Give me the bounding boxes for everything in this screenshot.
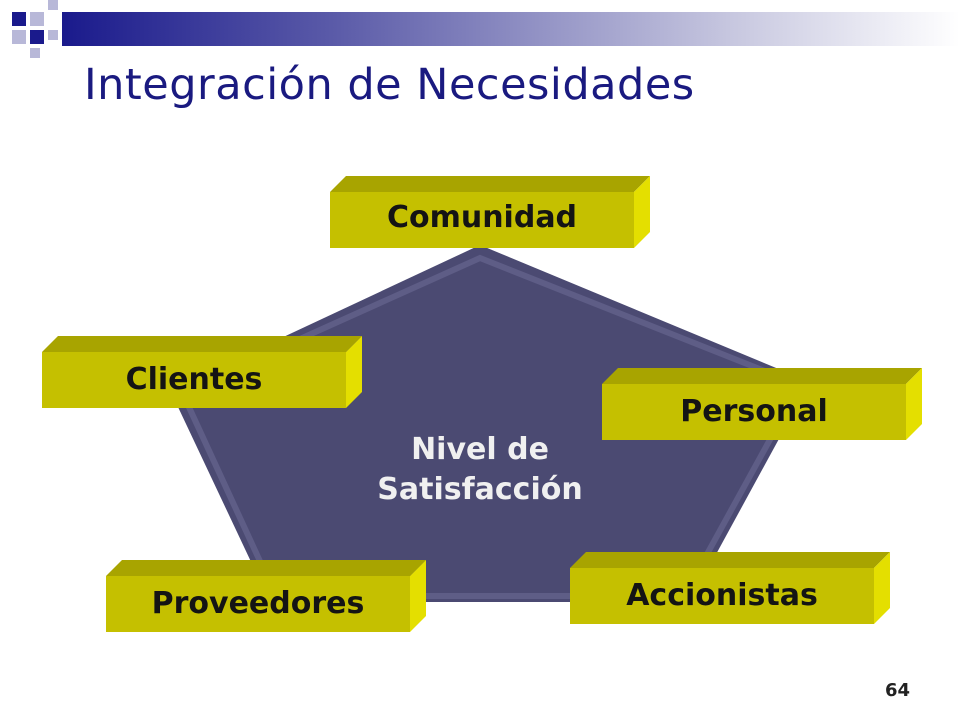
center-label-line2: Satisfacción [377, 472, 583, 507]
center-label-line1: Nivel de [411, 432, 549, 467]
corner-decoration [0, 0, 80, 60]
center-label: Nivel de Satisfacción [340, 430, 620, 510]
page-number: 64 [884, 680, 910, 701]
header-bar [62, 12, 960, 46]
label-comunidad: Comunidad [386, 200, 578, 235]
slide-title: Integración de Necesidades [84, 60, 695, 110]
box-proveedores [106, 560, 426, 632]
box-accionistas [570, 552, 890, 624]
box-personal [602, 368, 922, 440]
satisfaction-pentagon [170, 245, 810, 602]
box-comunidad [330, 176, 650, 248]
label-proveedores: Proveedores [151, 586, 365, 621]
label-clientes: Clientes [125, 362, 263, 397]
label-accionistas: Accionistas [626, 578, 818, 613]
box-clientes [42, 336, 362, 408]
label-personal: Personal [680, 394, 828, 429]
